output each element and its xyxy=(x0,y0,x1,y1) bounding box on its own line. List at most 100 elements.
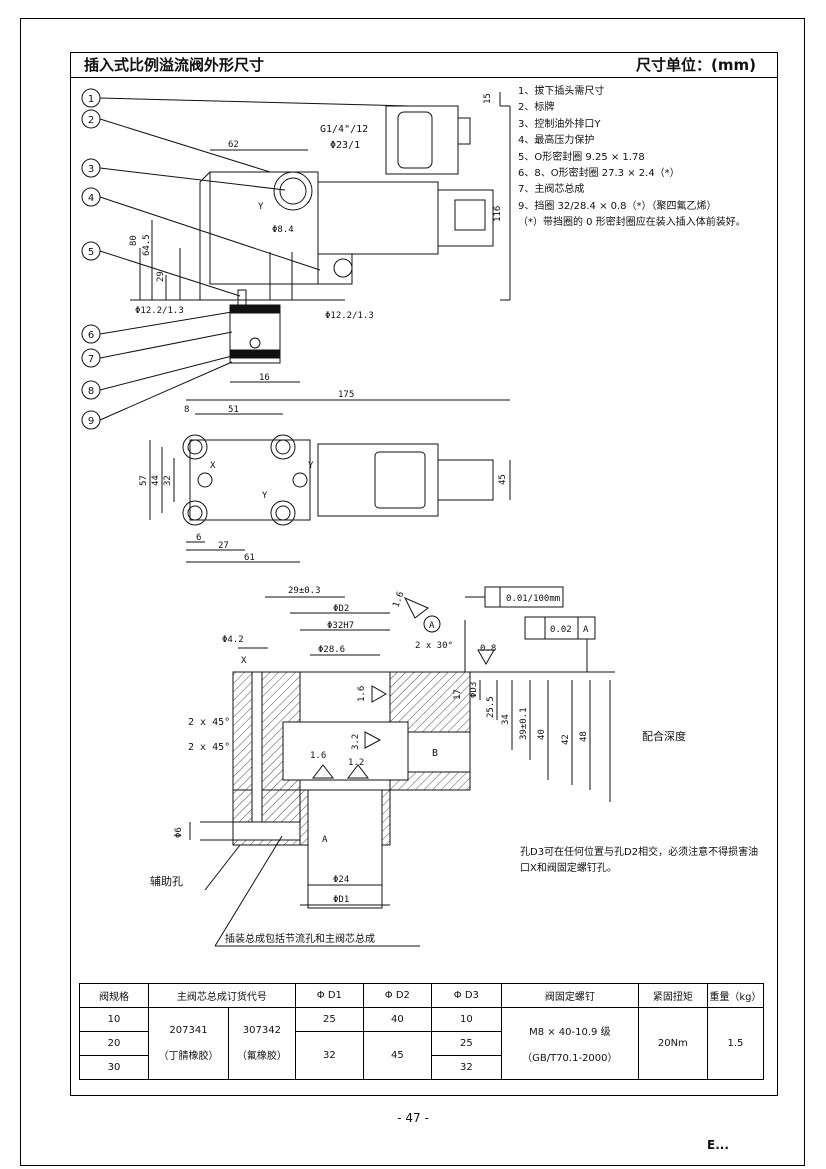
header-bar: 插入式比例溢流阀外形尺寸 尺寸单位：(mm) xyxy=(70,52,778,78)
cell-size: 10 xyxy=(79,1007,149,1032)
top-port-y2: Y xyxy=(308,461,314,471)
page-title: 插入式比例溢流阀外形尺寸 xyxy=(84,56,265,74)
rough-1-6-top: 1.6 xyxy=(357,686,367,702)
header-torque: 紧固扭矩 xyxy=(637,983,708,1008)
chamfer-2x45-b: 2 x 45° xyxy=(188,742,230,753)
header-size: 阀规格 xyxy=(79,983,149,1008)
rough-1-6-slant: 1.6 xyxy=(391,590,406,609)
dim-17: 17 xyxy=(453,689,463,700)
dim-6: 6 xyxy=(196,533,201,543)
callout-6: 6 xyxy=(88,330,94,341)
cell-code-b: 307342（氟橡胶） xyxy=(227,1007,296,1080)
cell-d2: 40 xyxy=(362,1007,432,1032)
dim-29-3: 29±0.3 xyxy=(288,586,321,596)
unit-label: 尺寸单位：(mm) xyxy=(636,56,756,74)
side-view xyxy=(99,92,511,421)
dim-phi-4-2: Φ4.2 xyxy=(222,635,244,645)
callout-9: 9 xyxy=(88,416,94,427)
callout-7: 7 xyxy=(88,354,94,365)
tol-perpendicular: 0.02 xyxy=(550,625,572,635)
tol-perpendicular-ref: A xyxy=(583,625,589,635)
cell-d3: 32 xyxy=(430,1055,502,1080)
cell-d3: 10 xyxy=(430,1007,502,1032)
note-item: 4、最高压力保护 xyxy=(518,135,595,147)
table-header-row: 阀规格 主阀芯总成订货代号 Φ D1 Φ D2 Φ D3 阀固定螺钉 紧固扭矩 … xyxy=(79,983,765,1008)
dim-44: 44 xyxy=(151,475,161,486)
dim-45: 45 xyxy=(498,474,508,485)
cell-screw: M8 × 40-10.9 级（GB/T70.1-2000） xyxy=(500,1007,639,1080)
dim-57: 57 xyxy=(139,475,149,486)
dim-51: 51 xyxy=(228,405,239,415)
cell-torque: 20Nm xyxy=(637,1007,708,1080)
cell-size: 20 xyxy=(79,1031,149,1056)
dim-64-5: 64.5 xyxy=(142,234,152,256)
section-circle-a: A xyxy=(429,621,435,631)
note-item: 9、挡圈 32/28.4 × 0.8（*）（聚四氟乙烯） xyxy=(518,200,717,212)
note-item: 3、控制油外排口Y xyxy=(518,118,601,130)
notes-list: 1、拔下插头需尺寸 2、标牌 3、控制油外排口Y 4、最高压力保护 5、O形密封… xyxy=(518,84,746,232)
dim-39: 39±0.1 xyxy=(519,707,529,740)
callout-3: 3 xyxy=(88,164,94,175)
header-d3: Φ D3 xyxy=(430,983,502,1008)
chamfer-2x45-a: 2 x 45° xyxy=(188,717,230,728)
dim-32: 32 xyxy=(163,475,173,486)
note-item: 6、8、O形密封圈 27.3 × 2.4（*） xyxy=(518,168,680,180)
dim-16: 16 xyxy=(259,373,270,383)
dim-42: 42 xyxy=(561,734,571,745)
cell-d1: 25 xyxy=(294,1007,364,1032)
dim-29: 29 xyxy=(156,271,166,282)
dim-phi-12-2-left: Φ12.2/1.3 xyxy=(135,306,184,316)
dim-116: 116 xyxy=(493,206,503,222)
dim-61: 61 xyxy=(244,553,255,563)
table-row: 30 32 xyxy=(79,1055,764,1080)
aux-hole-label: 辅助孔 xyxy=(150,875,183,888)
dim-phi-6: Φ6 xyxy=(174,827,184,838)
rough-1-6-left: 1.6 xyxy=(310,751,326,761)
header-weight: 重量（kg） xyxy=(706,983,765,1008)
port-b: B xyxy=(432,748,438,759)
header-screw: 阀固定螺钉 xyxy=(500,983,639,1008)
cell-d2: 45 xyxy=(362,1031,432,1080)
header-d1: Φ D1 xyxy=(294,983,364,1008)
page-border xyxy=(20,18,805,1166)
top-view xyxy=(149,399,511,563)
dim-phi-12-2-right: Φ12.2/1.3 xyxy=(325,311,374,321)
table-row: 10 207341（丁腈橡胶） 307342（氟橡胶） 25 40 10 M8 … xyxy=(79,1007,765,1080)
dim-phi-24: Φ24 xyxy=(333,875,349,885)
dim-80: 80 xyxy=(129,235,139,246)
callout-4: 4 xyxy=(88,193,94,204)
dim-40: 40 xyxy=(537,729,547,740)
callout-circles xyxy=(81,88,101,430)
callout-8: 8 xyxy=(88,386,94,397)
dim-phi-d2: ΦD2 xyxy=(333,604,349,614)
header-order-code: 主阀芯总成订货代号 xyxy=(148,983,296,1008)
callout-5: 5 xyxy=(88,247,94,258)
cell-code-a: 207341（丁腈橡胶） xyxy=(148,1007,229,1080)
content-frame xyxy=(70,52,778,1096)
spec-table: 阀规格 主阀芯总成订货代号 Φ D1 Φ D2 Φ D3 阀固定螺钉 紧固扭矩 … xyxy=(79,983,765,1080)
fit-depth-label: 配合深度 xyxy=(642,730,686,743)
note-item: 5、O形密封圈 9.25 × 1.78 xyxy=(518,151,645,163)
dim-62: 62 xyxy=(228,140,239,150)
cell-d3: 25 xyxy=(430,1031,502,1056)
dim-175: 175 xyxy=(338,390,354,400)
d3-note: 孔D3可在任何位置与孔D2相交，必须注意不得损害油口X和阀固定螺钉孔。 xyxy=(520,847,759,874)
page-number: - 47 - xyxy=(397,1111,429,1125)
header-d2: Φ D2 xyxy=(362,983,432,1008)
rough-3-2: 3.2 xyxy=(351,734,361,750)
port-a: A xyxy=(322,835,328,845)
cavity-section xyxy=(232,596,495,909)
note-item: 1、拔下插头需尺寸 xyxy=(518,86,605,97)
dim-27: 27 xyxy=(218,541,229,551)
dim-phi-8-4: Φ8.4 xyxy=(272,225,294,235)
callout-2: 2 xyxy=(88,115,94,126)
cell-size: 30 xyxy=(79,1055,149,1080)
dim-phi-d1: ΦD1 xyxy=(333,895,349,905)
top-port-y1: Y xyxy=(262,491,268,501)
rough-0-8: 0.8 xyxy=(480,644,496,654)
table-row: 20 32 45 25 xyxy=(79,1031,764,1080)
note-item: 2、标牌 xyxy=(518,102,555,114)
dim-g-port: G1/4"/12 xyxy=(320,124,368,135)
callout-1: 1 xyxy=(88,94,94,105)
